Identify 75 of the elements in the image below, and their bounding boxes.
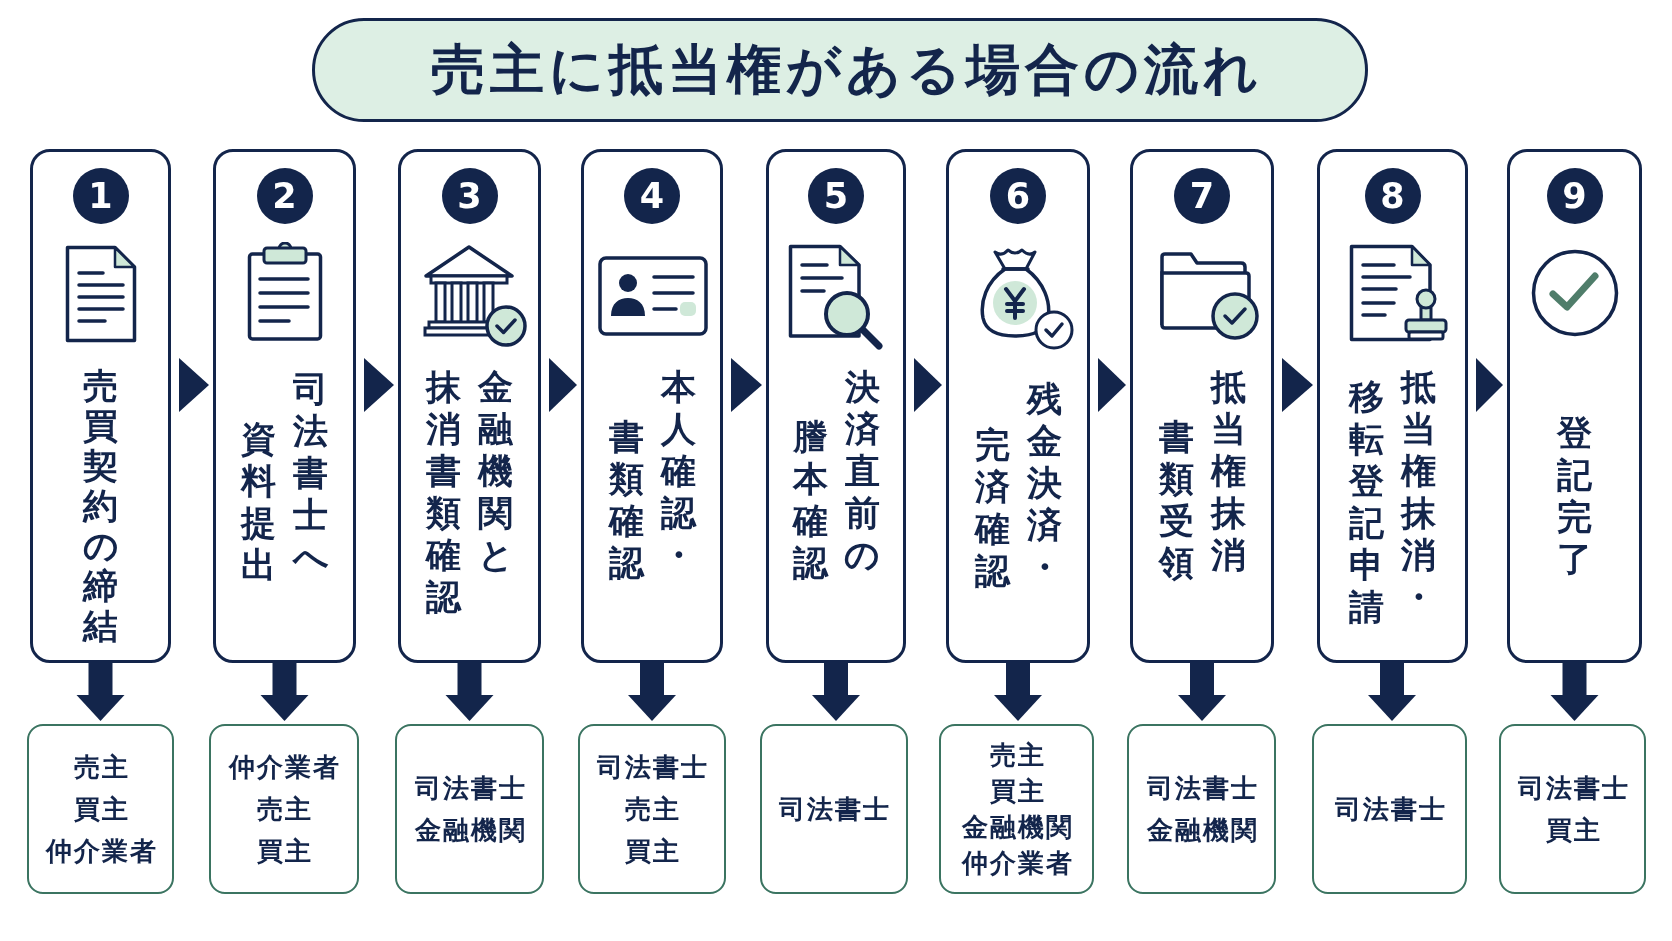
step-box bbox=[30, 149, 171, 663]
number-badge: 6 bbox=[990, 168, 1046, 224]
step-box bbox=[1130, 149, 1274, 663]
role-name: 金融機関 bbox=[1145, 814, 1259, 847]
step-label: 登記完了 bbox=[1555, 412, 1593, 580]
step-box bbox=[581, 149, 723, 663]
role-name: 買主 bbox=[988, 775, 1046, 808]
number-badge: 4 bbox=[624, 168, 680, 224]
chevron-arrow bbox=[914, 358, 942, 412]
chevron-arrow bbox=[549, 358, 577, 412]
role-box bbox=[1499, 724, 1646, 894]
block-arrow bbox=[812, 663, 860, 721]
step-label: 金融機関と抹消書類確認 bbox=[424, 366, 515, 618]
role-name: 買主 bbox=[72, 793, 130, 826]
chevron-arrow bbox=[1282, 358, 1313, 412]
block-arrow bbox=[260, 663, 309, 721]
step-label: 抵当権抹消書類受領 bbox=[1157, 366, 1247, 584]
role-name: 買主 bbox=[1544, 814, 1602, 847]
step-box bbox=[946, 149, 1090, 663]
number-badge: 5 bbox=[808, 168, 864, 224]
role-name: 売主 bbox=[624, 793, 681, 826]
role-name: 司法書士 bbox=[596, 751, 709, 784]
role-name: 買主 bbox=[256, 835, 313, 868]
role-box bbox=[578, 724, 726, 894]
step-label: 本人確認・書類確認 bbox=[607, 366, 698, 584]
block-arrow bbox=[1550, 663, 1599, 721]
role-name: 司法書士 bbox=[1333, 793, 1447, 826]
number-badge: 3 bbox=[441, 168, 498, 224]
chevron-arrow bbox=[731, 358, 762, 412]
role-name: 司法書士 bbox=[1145, 772, 1259, 805]
role-box bbox=[209, 724, 359, 894]
role-name: 売主 bbox=[72, 751, 130, 784]
step-label: 残金決済・完済確認 bbox=[973, 378, 1063, 592]
role-box bbox=[1312, 724, 1467, 894]
chevron-arrow bbox=[1098, 358, 1126, 412]
step-box bbox=[213, 149, 356, 663]
title-banner: 売主に抵当権がある場合の流れ bbox=[312, 18, 1368, 122]
block-arrow bbox=[994, 663, 1042, 721]
role-box bbox=[760, 724, 908, 894]
block-arrow bbox=[1178, 663, 1226, 721]
block-arrow bbox=[76, 663, 125, 721]
step-box bbox=[398, 149, 541, 663]
chevron-arrow bbox=[1476, 358, 1503, 412]
role-name: 司法書士 bbox=[778, 793, 891, 826]
number-badge: 2 bbox=[256, 168, 313, 224]
role-box bbox=[1127, 724, 1276, 894]
chevron-arrow bbox=[364, 358, 394, 412]
step-label: 司法書士へ資料提出 bbox=[239, 368, 330, 586]
step-box bbox=[766, 149, 906, 663]
step-label: 決済直前の謄本確認 bbox=[791, 366, 881, 584]
step-box bbox=[1317, 149, 1468, 663]
role-name: 売主 bbox=[988, 739, 1046, 772]
number-badge: 7 bbox=[1174, 168, 1230, 224]
role-name: 仲介業者 bbox=[44, 835, 158, 868]
number-badge: 8 bbox=[1364, 168, 1421, 224]
role-box bbox=[27, 724, 174, 894]
role-name: 仲介業者 bbox=[960, 847, 1074, 880]
role-name: 金融機関 bbox=[413, 814, 527, 847]
number-badge: 9 bbox=[1546, 168, 1603, 224]
role-name: 司法書士 bbox=[1516, 772, 1630, 805]
role-name: 売主 bbox=[256, 793, 313, 826]
chevron-arrow bbox=[179, 358, 209, 412]
number-badge: 1 bbox=[72, 168, 129, 224]
step-label: 抵当権抹消・移転登記申請 bbox=[1347, 366, 1437, 628]
role-name: 買主 bbox=[624, 835, 681, 868]
step-box bbox=[1507, 149, 1642, 663]
role-name: 仲介業者 bbox=[227, 751, 341, 784]
block-arrow bbox=[445, 663, 494, 721]
role-box bbox=[939, 724, 1094, 894]
step-label: 売買契約の締結 bbox=[81, 366, 120, 646]
role-name: 金融機関 bbox=[960, 811, 1074, 844]
block-arrow bbox=[628, 663, 676, 721]
role-name: 司法書士 bbox=[413, 772, 527, 805]
block-arrow bbox=[1368, 663, 1416, 721]
role-box bbox=[395, 724, 544, 894]
